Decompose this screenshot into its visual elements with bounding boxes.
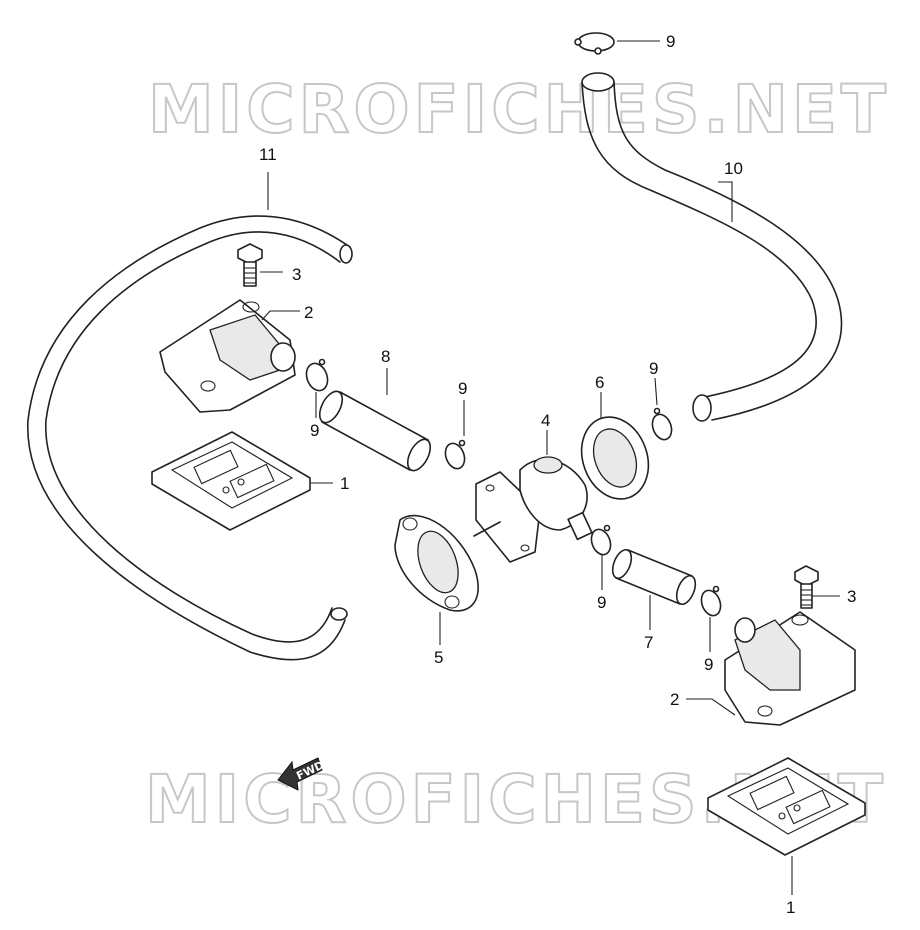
callout-3-lower: 3 [847,587,856,606]
callout-7: 7 [644,633,653,652]
callout-9-c: 9 [649,359,658,378]
callout-8: 8 [381,347,390,366]
hose-part-10 [581,72,843,422]
callout-9-e: 9 [704,655,713,674]
arrow-left-icon [277,757,323,791]
bolt-part-3-upper [237,243,263,287]
watermark-top: MICROFICHES.NET [148,71,890,148]
callout-6: 6 [595,373,604,392]
callout-4: 4 [541,411,550,430]
clamp-part-9-c [651,407,673,441]
callout-10: 10 [724,159,743,178]
callout-9-b: 9 [458,379,467,398]
hose-part-7 [611,548,697,606]
callout-9-d: 9 [597,593,606,612]
callout-9-a: 9 [310,421,319,440]
clamp-part-9-d [590,524,612,556]
clamp-part-9-a [305,358,329,392]
callout-1-upper: 1 [340,474,349,493]
callout-5: 5 [434,648,443,667]
cover-part-2-lower [724,611,856,726]
leader-lines [260,40,840,895]
callout-3-upper: 3 [292,265,301,284]
hose-part-11 [27,215,353,661]
callout-2-lower: 2 [670,690,679,709]
hose-part-8 [318,390,432,472]
bolt-part-3-lower [794,565,819,609]
callout-2-upper: 2 [304,303,313,322]
flange-part-5 [394,514,479,612]
callout-1-lower: 1 [786,898,795,917]
clamp-part-9-e [700,585,722,617]
callout-9-top: 9 [666,32,675,51]
clamp-part-9-b [444,439,466,470]
clamp-part-9-top [574,32,615,55]
plate-part-1-lower [707,757,866,856]
valve-part-4 [473,456,593,563]
callout-11: 11 [259,145,277,164]
cover-part-2-upper [159,299,296,413]
plate-part-1-upper [151,431,311,531]
ring-part-6 [580,416,650,500]
